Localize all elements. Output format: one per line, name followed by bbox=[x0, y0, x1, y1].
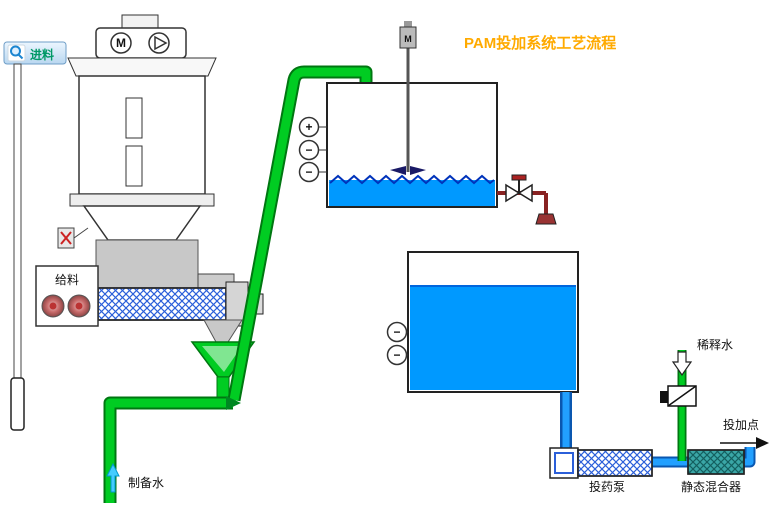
splash-surface bbox=[329, 174, 495, 185]
level-sensor bbox=[386, 344, 408, 366]
sensor-symbol: − bbox=[393, 348, 400, 362]
dial-knob bbox=[75, 302, 83, 310]
dosing-point-arrow bbox=[720, 437, 769, 449]
feeder-housing bbox=[95, 239, 199, 289]
page-title: PAM投加系统工艺流程 bbox=[464, 34, 616, 52]
hopper-cone bbox=[82, 205, 202, 241]
impeller-blade bbox=[410, 166, 426, 175]
sensor-symbol: − bbox=[305, 165, 312, 179]
dial-knob bbox=[49, 302, 57, 310]
valve-handle bbox=[511, 174, 527, 181]
agitator-motor bbox=[399, 26, 417, 49]
feed-button[interactable]: 进料 bbox=[3, 41, 67, 65]
valve-icon bbox=[505, 183, 521, 203]
outlet-valve bbox=[497, 174, 557, 225]
impeller-blade bbox=[390, 166, 406, 175]
static-mixer-hatch bbox=[687, 449, 745, 475]
mixing-tank-liquid bbox=[329, 180, 495, 206]
dip-tube bbox=[10, 63, 25, 431]
dissolver-unit: M bbox=[57, 14, 235, 289]
storage-tank-liquid bbox=[410, 286, 576, 390]
sight-slot bbox=[125, 97, 143, 139]
right-arrow-icon bbox=[756, 437, 769, 449]
mixing-tank: M bbox=[326, 21, 498, 208]
sensor-symbol: + bbox=[305, 120, 312, 134]
dilution-water-label: 稀释水 bbox=[697, 338, 733, 352]
flange bbox=[69, 193, 215, 207]
dilution-valve bbox=[660, 385, 697, 407]
tap-outlet bbox=[535, 213, 557, 225]
motor-label: M bbox=[116, 36, 126, 50]
valve-icon bbox=[517, 183, 533, 203]
pump-screw bbox=[577, 449, 653, 477]
prep-water-label: 制备水 bbox=[128, 476, 164, 490]
motor-housing bbox=[95, 27, 187, 59]
down-arrow-icon bbox=[671, 351, 693, 377]
sensor-symbol: − bbox=[393, 325, 400, 339]
static-mixer bbox=[687, 449, 745, 475]
discharge-cone bbox=[203, 319, 243, 343]
sensor-symbol: − bbox=[305, 143, 312, 157]
dosing-pump-label: 投药泵 bbox=[589, 479, 625, 494]
funnel-stem bbox=[216, 376, 230, 400]
valve-actuator bbox=[660, 391, 669, 403]
sight-slot bbox=[125, 145, 143, 187]
flow-arrow-icon bbox=[226, 396, 241, 410]
static-mixer-label: 静态混合器 bbox=[681, 479, 741, 494]
level-sensor-icon bbox=[57, 227, 89, 249]
play-icon bbox=[154, 35, 168, 51]
level-sensor bbox=[298, 139, 320, 161]
screw-conveyor bbox=[97, 281, 264, 327]
funnel-highlight bbox=[202, 346, 242, 372]
feeder-panel-label: 给料 bbox=[55, 273, 79, 287]
level-sensor bbox=[298, 116, 320, 138]
transfer-pipe bbox=[227, 65, 373, 402]
level-sensor bbox=[298, 161, 320, 183]
storage-tank bbox=[407, 251, 579, 393]
motor-icon bbox=[110, 32, 132, 54]
dosing-point-label: 投加点 bbox=[723, 417, 759, 432]
pump-inner bbox=[554, 452, 574, 474]
mix-tank-sensors: + − − bbox=[298, 116, 327, 183]
agitator-motor-cap bbox=[404, 21, 412, 27]
lid-handle bbox=[121, 14, 159, 30]
hopper-lid bbox=[67, 57, 217, 77]
level-sensor bbox=[386, 321, 408, 343]
prep-water-annotation: 制备水 bbox=[106, 462, 164, 493]
dosing-pump bbox=[549, 447, 653, 479]
magnifier-icon bbox=[7, 44, 26, 62]
feed-button-label: 进料 bbox=[30, 47, 54, 62]
feeder-panel: 给料 bbox=[35, 265, 99, 327]
agitator-motor-label: M bbox=[404, 34, 412, 44]
up-arrow-icon bbox=[106, 462, 120, 493]
storage-tank-sensors: − − bbox=[386, 321, 408, 366]
